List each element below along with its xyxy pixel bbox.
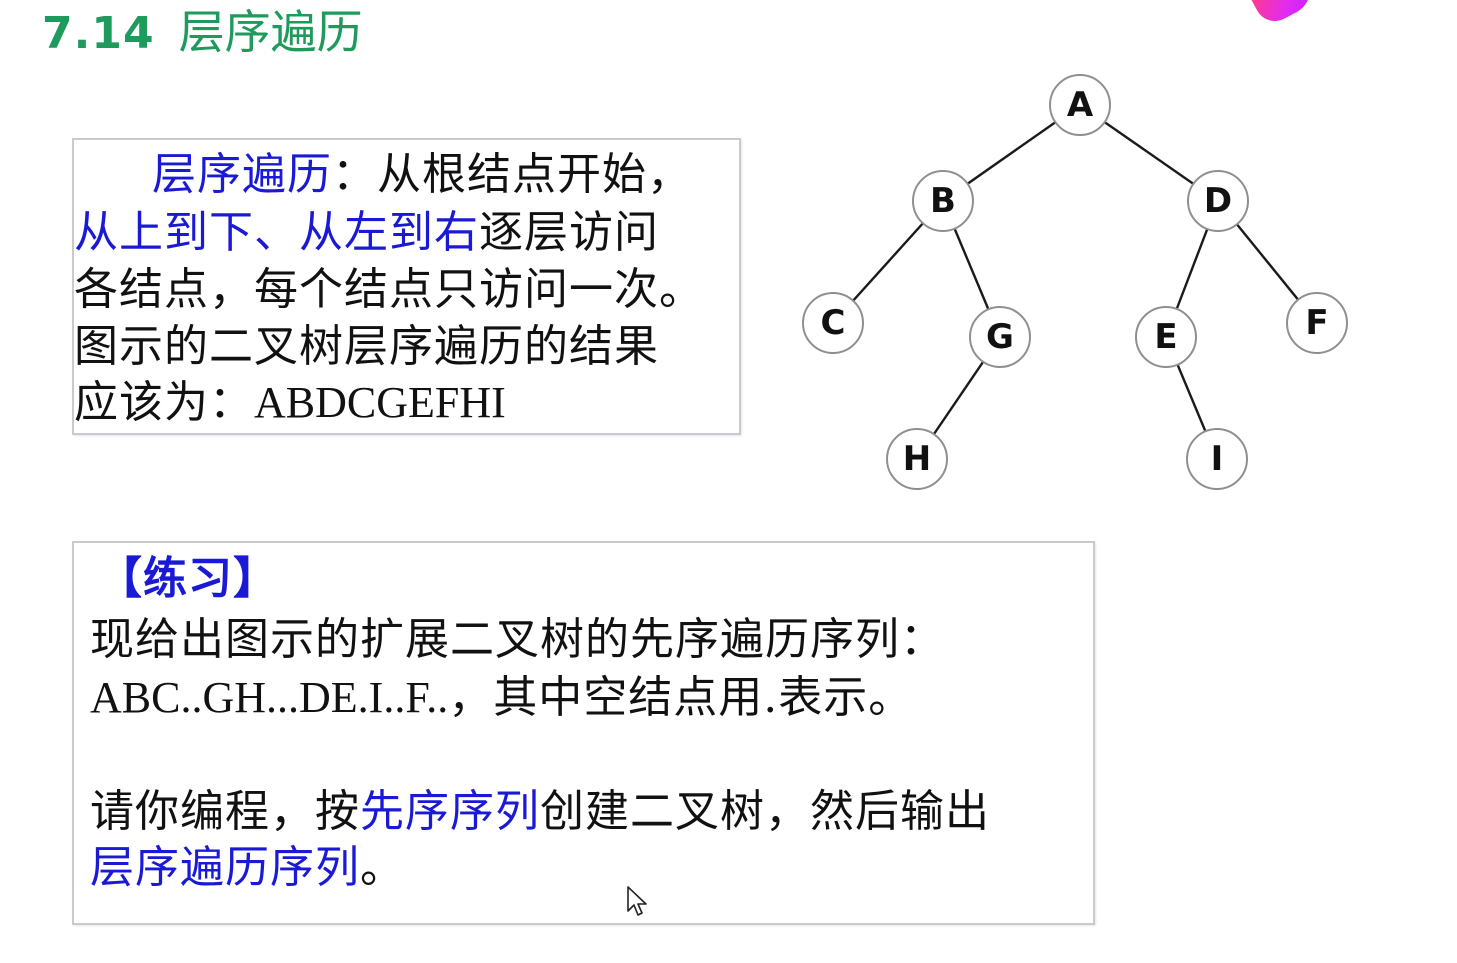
section-number: 7.14 [42, 8, 155, 59]
exercise-line-2: ABC..GH...DE.I..F..，其中空结点用.表示。 [90, 669, 913, 727]
exercise-line-3: 请你编程，按先序序列创建二叉树，然后输出 [90, 783, 990, 841]
exercise-text: 。 [360, 842, 405, 893]
tree-node-g: G [969, 306, 1031, 368]
exercise-text: ，其中空结点用.表示。 [448, 672, 914, 723]
definition-line-1: 层序遍历：从根结点开始， [152, 146, 692, 204]
exercise-text: 创建二叉树，然后输出 [540, 786, 990, 837]
exercise-line-1: 现给出图示的扩展二叉树的先序遍历序列： [90, 614, 945, 665]
exercise-box: 【练习】 现给出图示的扩展二叉树的先序遍历序列： ABC..GH...DE.I.… [72, 541, 1095, 925]
section-title: 层序遍历 [178, 5, 363, 59]
traversal-result: ABDCGEFHI [254, 378, 506, 427]
definition-text: 逐层访问 [479, 207, 659, 258]
tree-node-a: A [1049, 74, 1111, 136]
tree-node-c: C [802, 292, 864, 354]
tree-node-h: H [886, 428, 948, 490]
tree-node-e: E [1135, 306, 1197, 368]
definition-line-4: 图示的二叉树层序遍历的结果 [74, 321, 659, 372]
slide-title: 7.14 层序遍历 [42, 2, 363, 64]
definition-line-5: 应该为：ABDCGEFHI [74, 374, 506, 432]
mouse-cursor-icon [627, 886, 647, 916]
tree-node-d: D [1187, 170, 1249, 232]
definition-text: ：从根结点开始， [332, 149, 692, 200]
definition-line-3: 各结点，每个结点只访问一次。 [74, 264, 704, 315]
exercise-line-4: 层序遍历序列。 [90, 839, 405, 897]
preorder-sequence: ABC..GH...DE.I..F.. [90, 673, 449, 722]
term-level-order: 层序遍历 [152, 149, 332, 200]
definition-box: 层序遍历：从根结点开始， 从上到下、从左到右逐层访问 各结点，每个结点只访问一次… [72, 138, 741, 435]
tree-node-i: I [1186, 428, 1248, 490]
app-logo-icon [1250, 0, 1320, 29]
term-level-order-sequence: 层序遍历序列 [90, 842, 360, 893]
tree-node-f: F [1286, 292, 1348, 354]
definition-line-2: 从上到下、从左到右逐层访问 [74, 204, 659, 262]
binary-tree-diagram: A B D C G E F H I [780, 60, 1380, 510]
exercise-text: 请你编程，按 [90, 786, 360, 837]
result-label: 应该为： [74, 377, 254, 428]
term-direction: 从上到下、从左到右 [74, 207, 479, 258]
exercise-heading-text: 【练习】 [98, 553, 278, 604]
tree-node-b: B [912, 170, 974, 232]
exercise-heading: 【练习】 [98, 550, 278, 608]
term-preorder: 先序序列 [360, 786, 540, 837]
